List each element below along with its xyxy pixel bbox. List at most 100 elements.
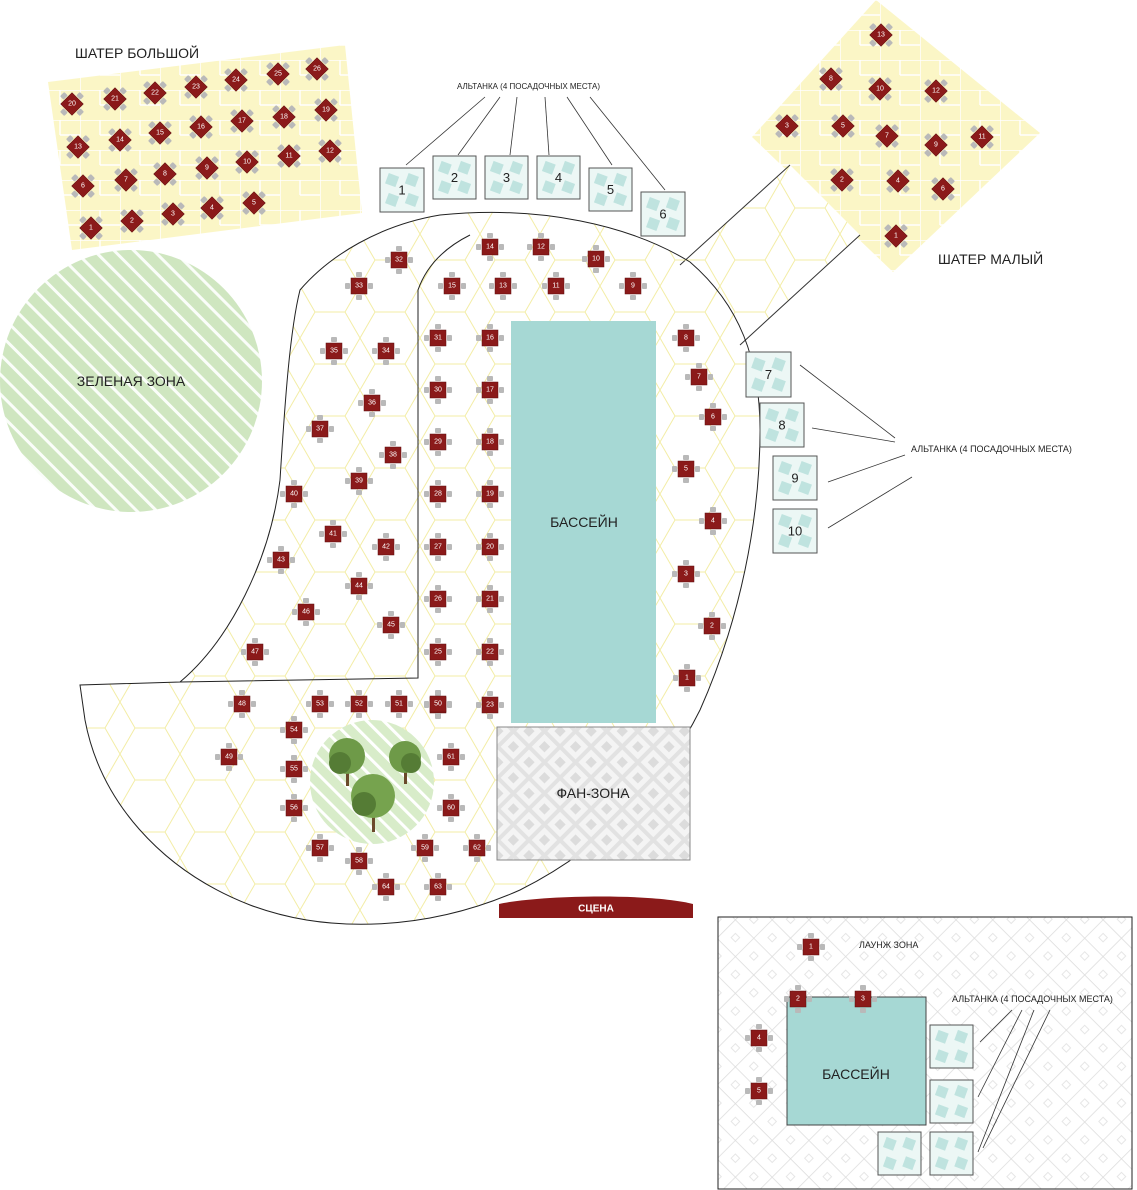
main-table[interactable]: 59 xyxy=(411,834,439,862)
main-table[interactable]: 1 xyxy=(673,664,701,692)
main-table[interactable]: 63 xyxy=(424,873,452,901)
main-table[interactable]: 9 xyxy=(619,272,647,300)
lounge-table[interactable]: 1 xyxy=(797,933,825,961)
main-table[interactable]: 55 xyxy=(280,755,308,783)
big-tent-table[interactable]: 7 xyxy=(106,160,146,200)
main-table[interactable]: 32 xyxy=(385,246,413,274)
main-table[interactable]: 52 xyxy=(345,690,373,718)
big-tent-table[interactable]: 22 xyxy=(135,73,175,113)
main-table[interactable]: 54 xyxy=(280,716,308,744)
big-tent-table[interactable]: 17 xyxy=(222,101,262,141)
main-table[interactable]: 31 xyxy=(424,324,452,352)
small-tent-table[interactable]: 7 xyxy=(867,116,907,156)
main-table[interactable]: 58 xyxy=(345,847,373,875)
main-table[interactable]: 17 xyxy=(476,376,504,404)
small-tent-table[interactable]: 10 xyxy=(860,69,900,109)
main-table[interactable]: 2 xyxy=(698,612,726,640)
big-tent-table[interactable]: 2 xyxy=(112,201,152,241)
small-tent-table[interactable]: 4 xyxy=(878,161,918,201)
main-table[interactable]: 49 xyxy=(215,743,243,771)
gazebo[interactable]: 4 xyxy=(536,155,581,200)
main-table[interactable]: 44 xyxy=(345,572,373,600)
big-tent-table[interactable]: 21 xyxy=(95,79,135,119)
main-table[interactable]: 53 xyxy=(306,690,334,718)
main-table[interactable]: 41 xyxy=(319,520,347,548)
main-table[interactable]: 57 xyxy=(306,834,334,862)
main-table[interactable]: 13 xyxy=(489,272,517,300)
gazebo[interactable]: 1 xyxy=(379,167,425,213)
main-table[interactable]: 10 xyxy=(582,245,610,273)
gazebo[interactable]: 7 xyxy=(745,351,792,398)
main-table[interactable]: 25 xyxy=(424,638,452,666)
small-tent-table[interactable]: 1 xyxy=(876,216,916,256)
big-tent-table[interactable]: 6 xyxy=(63,166,103,206)
main-table[interactable]: 15 xyxy=(438,272,466,300)
main-table[interactable]: 19 xyxy=(476,480,504,508)
main-table[interactable]: 28 xyxy=(424,480,452,508)
small-tent-table[interactable]: 2 xyxy=(822,160,862,200)
main-table[interactable]: 34 xyxy=(372,337,400,365)
main-table[interactable]: 37 xyxy=(306,415,334,443)
small-tent-table[interactable]: 3 xyxy=(767,106,807,146)
main-table[interactable]: 12 xyxy=(527,233,555,261)
main-table[interactable]: 61 xyxy=(437,743,465,771)
big-tent-table[interactable]: 3 xyxy=(153,194,193,234)
lounge-table[interactable]: 3 xyxy=(849,985,877,1013)
big-tent-table[interactable]: 16 xyxy=(181,107,221,147)
big-tent-table[interactable]: 10 xyxy=(227,142,267,182)
big-tent-table[interactable]: 14 xyxy=(100,120,140,160)
main-table[interactable]: 60 xyxy=(437,794,465,822)
small-tent-table[interactable]: 6 xyxy=(923,169,963,209)
gazebo[interactable]: 3 xyxy=(484,155,529,200)
main-table[interactable]: 6 xyxy=(699,403,727,431)
big-tent-table[interactable]: 24 xyxy=(216,60,256,100)
main-table[interactable]: 36 xyxy=(358,389,386,417)
main-table[interactable]: 30 xyxy=(424,376,452,404)
main-table[interactable]: 5 xyxy=(672,455,700,483)
main-table[interactable]: 21 xyxy=(476,585,504,613)
main-table[interactable]: 23 xyxy=(476,691,504,719)
small-tent-table[interactable]: 11 xyxy=(962,117,1002,157)
main-table[interactable]: 22 xyxy=(476,638,504,666)
main-table[interactable]: 46 xyxy=(292,598,320,626)
inset-gazebo[interactable] xyxy=(929,1024,974,1069)
big-tent-table[interactable]: 26 xyxy=(297,49,337,89)
big-tent-table[interactable]: 13 xyxy=(58,127,98,167)
gazebo[interactable]: 9 xyxy=(772,455,818,501)
gazebo[interactable]: 2 xyxy=(432,155,477,200)
big-tent-table[interactable]: 15 xyxy=(140,113,180,153)
main-table[interactable]: 48 xyxy=(228,690,256,718)
inset-gazebo[interactable] xyxy=(929,1079,974,1124)
lounge-table[interactable]: 5 xyxy=(745,1077,773,1105)
main-table[interactable]: 7 xyxy=(685,363,713,391)
main-table[interactable]: 42 xyxy=(372,533,400,561)
small-tent-table[interactable]: 8 xyxy=(811,59,851,99)
small-tent-table[interactable]: 12 xyxy=(916,71,956,111)
big-tent-table[interactable]: 1 xyxy=(71,208,111,248)
main-table[interactable]: 35 xyxy=(320,337,348,365)
gazebo[interactable]: 6 xyxy=(640,191,686,237)
main-table[interactable]: 45 xyxy=(377,611,405,639)
main-table[interactable]: 20 xyxy=(476,533,504,561)
main-table[interactable]: 50 xyxy=(424,690,452,718)
main-table[interactable]: 14 xyxy=(476,233,504,261)
big-tent-table[interactable]: 8 xyxy=(145,154,185,194)
main-table[interactable]: 4 xyxy=(699,507,727,535)
main-table[interactable]: 11 xyxy=(542,272,570,300)
gazebo[interactable]: 10 xyxy=(772,508,818,554)
main-table[interactable]: 62 xyxy=(463,834,491,862)
big-tent-table[interactable]: 9 xyxy=(187,148,227,188)
lounge-table[interactable]: 2 xyxy=(784,985,812,1013)
main-table[interactable]: 3 xyxy=(672,560,700,588)
main-table[interactable]: 8 xyxy=(672,324,700,352)
small-tent-table[interactable]: 5 xyxy=(823,106,863,146)
main-table[interactable]: 43 xyxy=(267,546,295,574)
main-table[interactable]: 40 xyxy=(280,480,308,508)
main-table[interactable]: 64 xyxy=(372,873,400,901)
big-tent-table[interactable]: 23 xyxy=(176,67,216,107)
main-table[interactable]: 56 xyxy=(280,794,308,822)
inset-gazebo[interactable] xyxy=(877,1131,922,1176)
inset-gazebo[interactable] xyxy=(929,1131,974,1176)
main-table[interactable]: 27 xyxy=(424,533,452,561)
big-tent-table[interactable]: 25 xyxy=(258,54,298,94)
